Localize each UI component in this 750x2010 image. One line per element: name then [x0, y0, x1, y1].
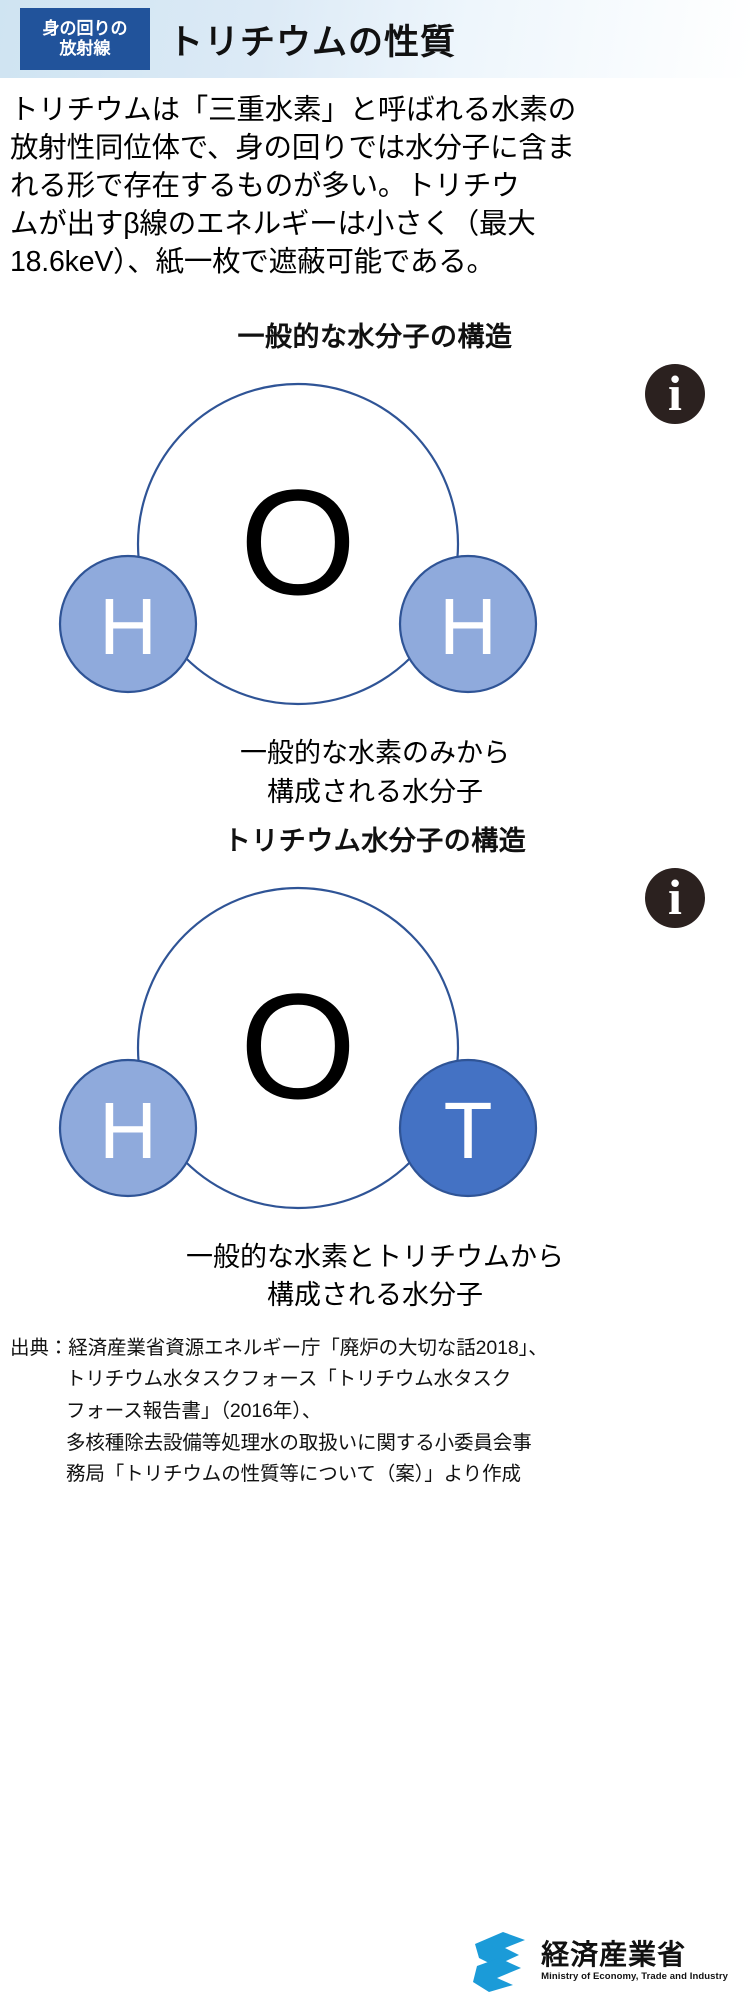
meti-logo: 経済産業省 Ministry of Economy, Trade and Ind… [469, 1930, 728, 1992]
meti-name-jp: 経済産業省 [541, 1938, 687, 1970]
lead-line-2: 放射性同位体で、身の回りでは水分子に含ま [10, 131, 575, 164]
page-header: 身の回りの 放射線 トリチウムの性質 [0, 0, 750, 78]
water-molecule-diagram: O H H i [0, 354, 750, 734]
tritium-water-molecule-svg: O H T [58, 887, 538, 1210]
source-line-5: 務局「トリチウムの性質等について（案）」より作成 [66, 1463, 521, 1486]
oxygen-label: O [240, 458, 357, 626]
hydrogen-right-circle [398, 555, 538, 694]
hydrogen-left-circle [58, 1059, 198, 1198]
info-icon[interactable]: i [645, 364, 705, 425]
section-heading-water: 一般的な水分子の構造 [237, 322, 513, 353]
category-badge-line1: 身の回りの [42, 19, 128, 39]
hydrogen-left-label: H [99, 1086, 157, 1175]
tritium-water-molecule-diagram: O H T i [0, 858, 750, 1238]
oxygen-cloud-circle [136, 383, 460, 706]
oxygen-label: O [240, 962, 357, 1130]
hydrogen-left-circle [58, 555, 198, 694]
tritium-caption-line-1: 一般的な水素とトリチウムから [186, 1242, 564, 1273]
meti-logo-text: 経済産業省 Ministry of Economy, Trade and Ind… [541, 1938, 728, 1983]
source-line-4: 多核種除去設備等処理水の取扱いに関する小委員会事 [66, 1431, 532, 1454]
meti-logo-mark-icon [473, 1932, 526, 1992]
tritium-water-molecule-caption: 一般的な水素とトリチウムから 構成される水分子 [0, 1238, 750, 1315]
water-molecule-caption: 一般的な水素のみから 構成される水分子 [0, 734, 750, 811]
source-citation: 出典：経済産業省資源エネルギー庁「廃炉の大切な話2018」、 トリチウム水タスク… [10, 1333, 740, 1491]
lead-line-4: ムが出すβ線のエネルギーは小さく（最大 [10, 207, 536, 240]
meti-name-en: Ministry of Economy, Trade and Industry [541, 1971, 728, 1983]
water-caption-line-2: 構成される水分子 [267, 776, 483, 807]
tritium-right-label: T [444, 1086, 493, 1175]
lead-line-1: トリチウムは「三重水素」と呼ばれる水素の [10, 94, 577, 126]
section-heading-tritium-water: トリチウム水分子の構造 [223, 826, 527, 857]
source-line-1: 出典：経済産業省資源エネルギー庁「廃炉の大切な話2018」、 [10, 1336, 548, 1359]
tritium-caption-line-2: 構成される水分子 [267, 1280, 483, 1311]
water-caption-line-1: 一般的な水素のみから [240, 738, 510, 769]
lead-paragraph: トリチウムは「三重水素」と呼ばれる水素の 放射性同位体で、身の回りでは水分子に含… [10, 92, 740, 281]
category-badge: 身の回りの 放射線 [20, 8, 150, 70]
lead-line-3: れる形で存在するものが多い。トリチウ [10, 169, 520, 202]
hydrogen-left-label: H [99, 582, 157, 671]
lead-line-5: 18.6keV）、紙一枚で遮蔽可能である。 [10, 245, 495, 278]
category-badge-line2: 放射線 [59, 39, 111, 58]
hydrogen-right-label: H [439, 582, 497, 671]
oxygen-cloud-circle [136, 887, 460, 1210]
source-line-3: フォース報告書」（2016年）、 [66, 1399, 322, 1422]
source-line-2: トリチウム水タスクフォース「トリチウム水タスク [66, 1368, 512, 1391]
tritium-right-circle [398, 1059, 538, 1198]
water-molecule-svg: O H H [58, 383, 538, 706]
info-icon[interactable]: i [645, 868, 705, 929]
page-title: トリチウムの性質 [168, 22, 457, 62]
